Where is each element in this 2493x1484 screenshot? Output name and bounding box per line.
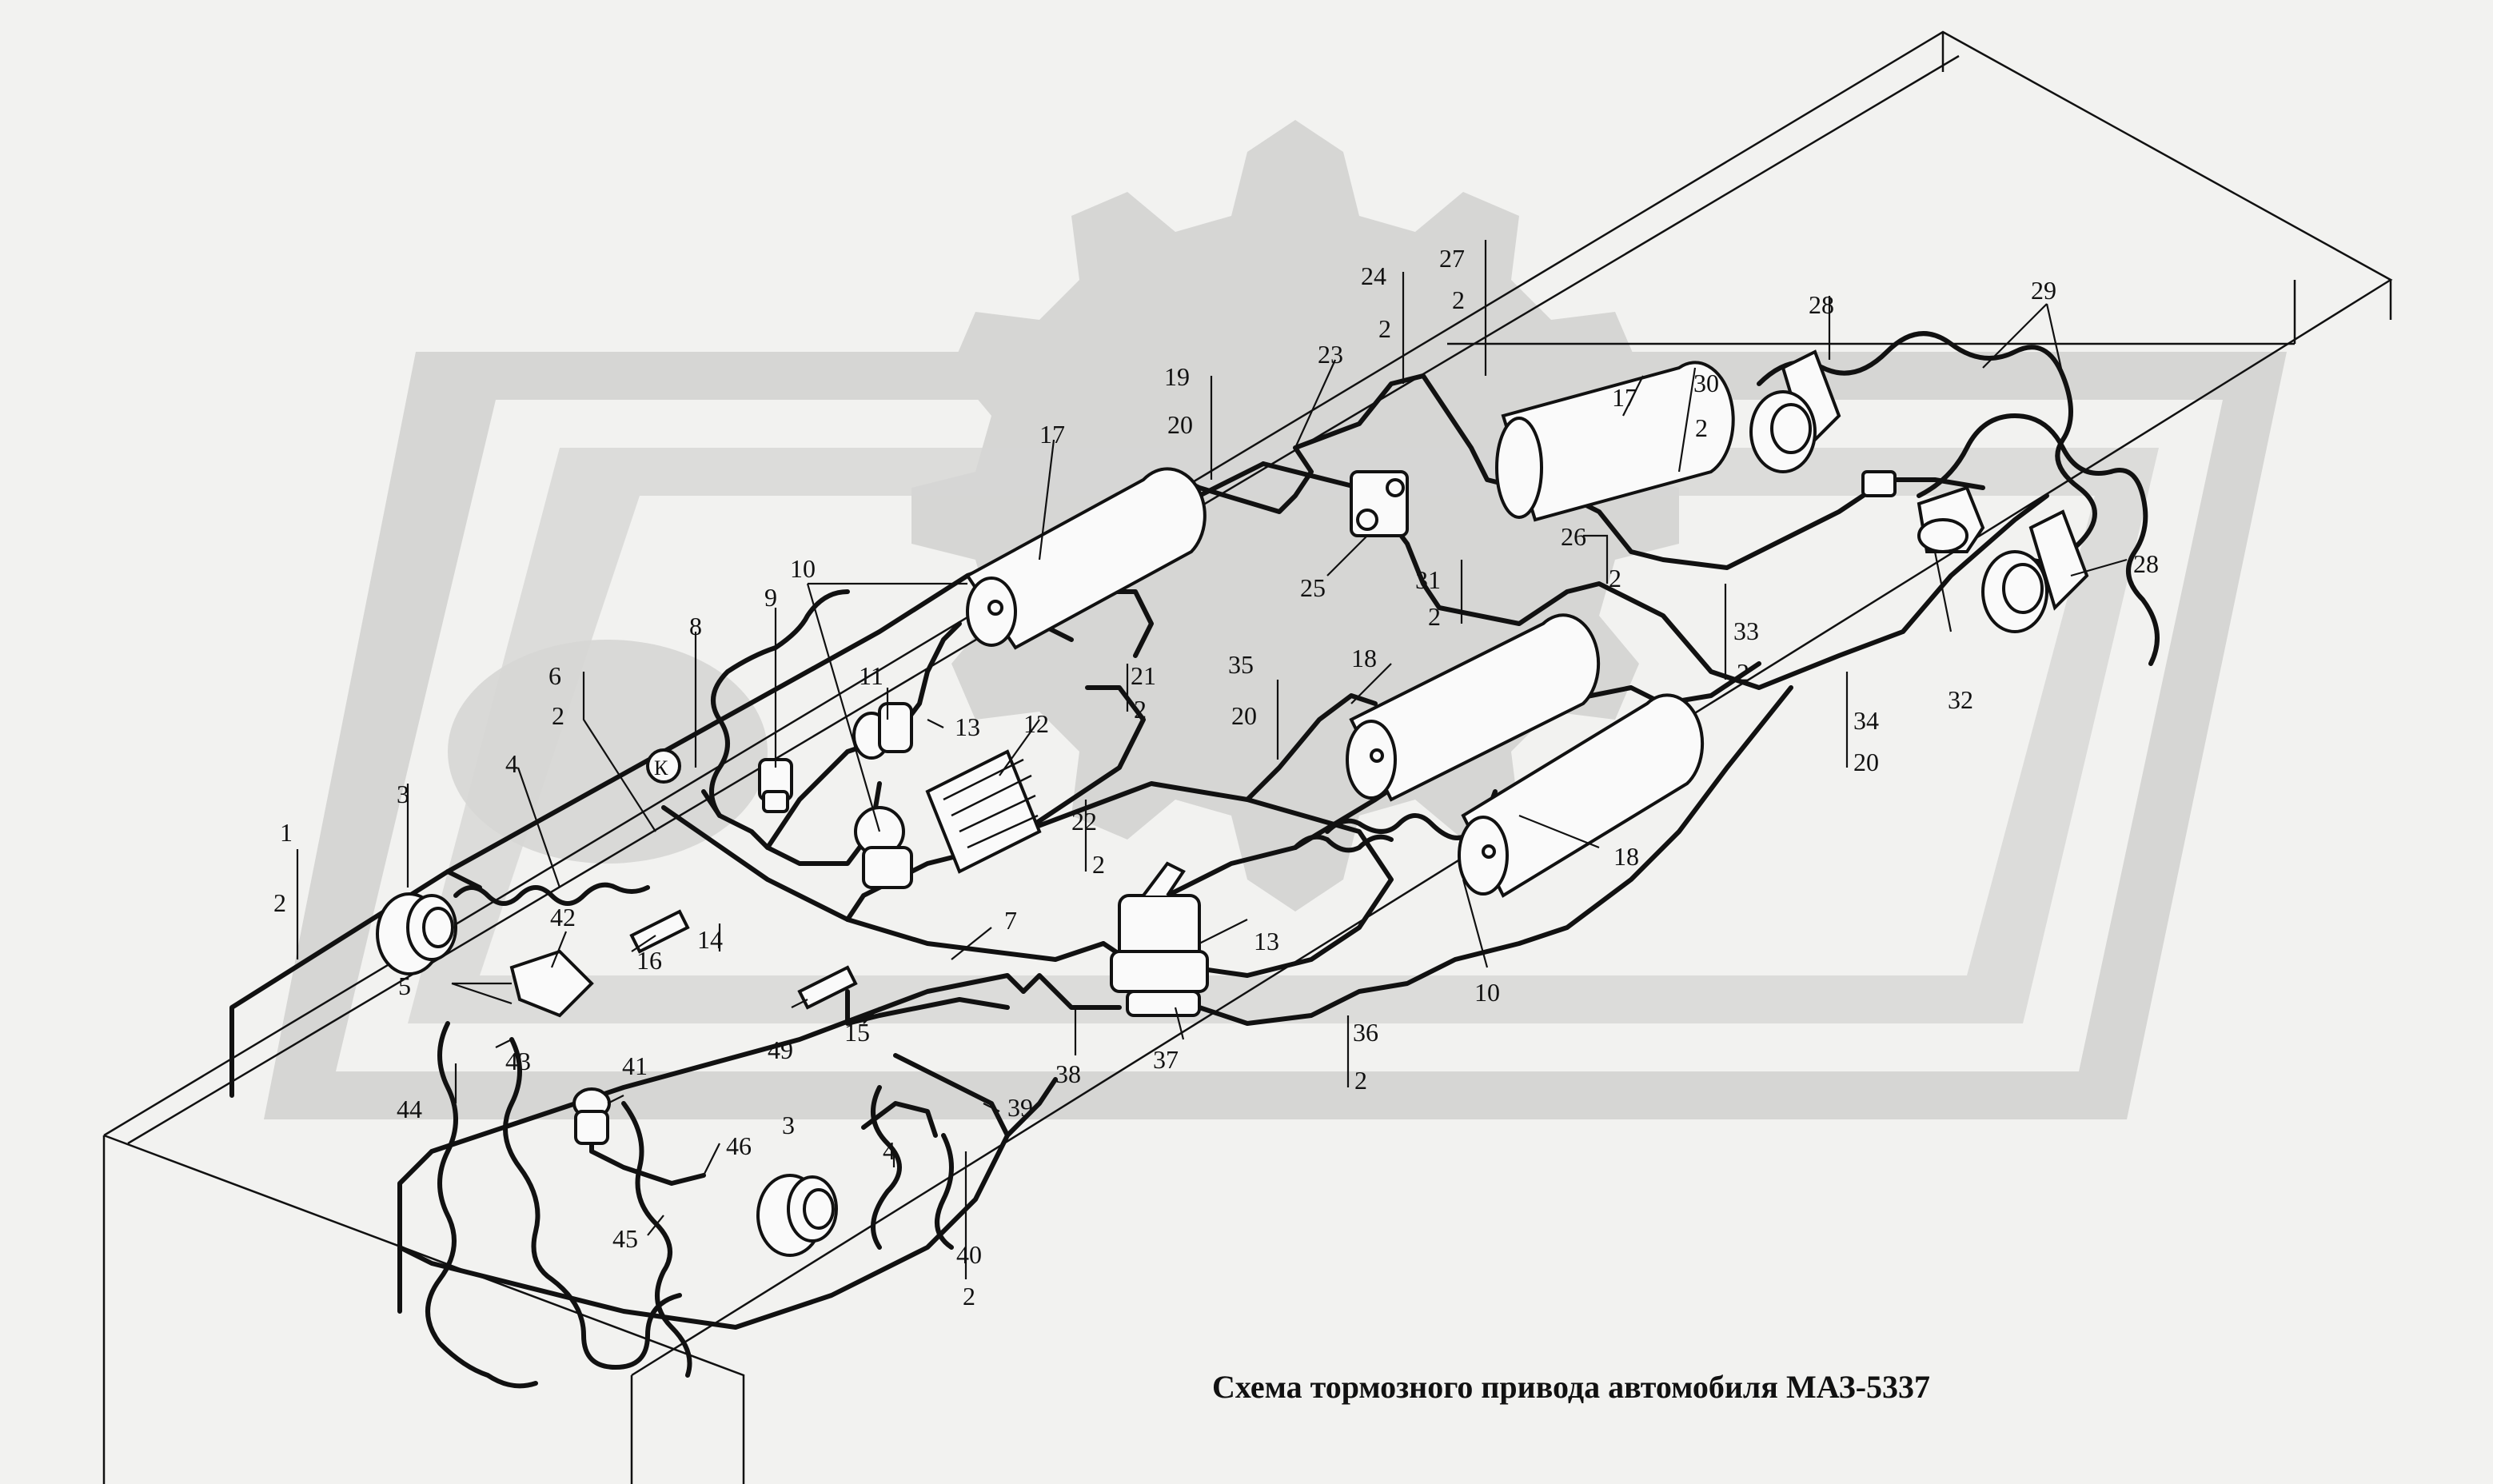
label-20: 20: [1167, 410, 1193, 439]
flex-hoses: [425, 331, 2160, 1389]
watermark-band-outer: [264, 352, 2287, 1119]
label-36: 36: [1353, 1018, 1378, 1047]
label-5: 5: [398, 971, 411, 1000]
label-7: 7: [1004, 906, 1017, 935]
brake-chamber-28-bottom-icon: [1981, 509, 2089, 633]
label-2: 2: [552, 701, 564, 730]
label-20: 20: [1231, 701, 1257, 730]
label-2: 2: [1354, 1066, 1367, 1095]
label-49: 49: [768, 1035, 793, 1064]
valve-42-icon: [509, 949, 594, 1018]
label-4: 4: [883, 1136, 895, 1165]
regulator-10-icon: [854, 806, 913, 889]
label-24: 24: [1361, 261, 1386, 290]
watermark-band-inner: [408, 448, 2159, 1023]
label-2: 2: [1452, 285, 1465, 314]
valve-25-icon: [1350, 470, 1409, 537]
label-9: 9: [764, 583, 777, 612]
label-2: 2: [273, 888, 286, 917]
label-2: 2: [1737, 658, 1749, 687]
label-44: 44: [397, 1095, 422, 1123]
watermark-ellipse: [448, 640, 768, 864]
label-27: 27: [1439, 244, 1465, 273]
label-2: 2: [1609, 564, 1621, 592]
air-receiver-18-lower-icon: [1458, 693, 1705, 898]
valve-49-icon: [797, 965, 858, 1010]
label-18: 18: [1613, 842, 1639, 871]
valve-9-icon: [758, 758, 793, 813]
valve-41-icon: [572, 1087, 611, 1145]
label-11: 11: [859, 661, 884, 690]
label-18: 18: [1351, 644, 1377, 672]
brake-chamber-28-top-icon: [1749, 349, 1841, 473]
unit-12-icon: [925, 749, 1042, 874]
label-29: 29: [2031, 276, 2056, 305]
label-10: 10: [1474, 978, 1500, 1007]
label-40: 40: [956, 1240, 982, 1269]
label-22: 22: [1071, 807, 1097, 836]
label-4: 4: [505, 749, 518, 778]
label-30: 30: [1693, 369, 1719, 397]
label-2: 2: [1134, 695, 1147, 724]
label-42: 42: [550, 903, 576, 931]
label-46: 46: [726, 1131, 752, 1160]
label-2: 2: [1378, 314, 1391, 343]
label-21: 21: [1131, 661, 1156, 690]
brake-valve-37-icon: [1110, 861, 1209, 1017]
label-31: 31: [1415, 565, 1441, 594]
valve-32-icon: [1861, 470, 1985, 553]
air-receiver-18-upper-icon: [1346, 613, 1601, 802]
label-8: 8: [689, 612, 702, 640]
part-labels: 1 2 3 4 5 6 2 8 9 10 11 13 12 17 19 20 2…: [273, 244, 2159, 1310]
label-32: 32: [1948, 685, 1973, 714]
air-receiver-17-left-icon: [965, 467, 1207, 650]
label-19: 19: [1164, 362, 1190, 391]
label-15: 15: [844, 1018, 870, 1047]
label-17: 17: [1039, 420, 1065, 449]
gauge-k-label: К: [654, 756, 668, 780]
valve-11-icon: [852, 702, 913, 760]
label-12: 12: [1023, 709, 1049, 738]
leader-lines: [296, 240, 2128, 1279]
gauge-k-icon: К: [646, 748, 681, 784]
air-receiver-17-right-icon: [1495, 361, 1735, 522]
label-38: 38: [1055, 1059, 1081, 1088]
label-3: 3: [397, 780, 409, 808]
brake-chamber-3-rear-icon: [756, 1174, 838, 1257]
diagram-caption: Схема тормозного привода автомобиля МАЗ-…: [1212, 1369, 1930, 1405]
label-28: 28: [2133, 549, 2159, 578]
label-25: 25: [1300, 573, 1326, 602]
label-26: 26: [1561, 522, 1586, 551]
label-3: 3: [782, 1111, 795, 1139]
label-16: 16: [636, 946, 662, 975]
label-2: 2: [1428, 602, 1441, 631]
label-2: 2: [1695, 413, 1708, 442]
label-10: 10: [790, 554, 816, 583]
label-17: 17: [1612, 383, 1637, 412]
label-35: 35: [1228, 650, 1254, 679]
label-2: 2: [1092, 850, 1105, 879]
label-1: 1: [280, 818, 293, 847]
label-28: 28: [1809, 290, 1834, 319]
brake-chamber-3-front-icon: [376, 892, 457, 975]
label-13: 13: [955, 712, 980, 741]
label-14: 14: [697, 925, 723, 954]
label-41: 41: [622, 1051, 648, 1080]
label-45: 45: [612, 1224, 638, 1253]
label-39: 39: [1007, 1093, 1033, 1122]
label-2: 2: [963, 1282, 975, 1310]
label-13: 13: [1254, 927, 1279, 955]
label-43: 43: [505, 1047, 531, 1075]
components: К: [376, 349, 2089, 1257]
label-34: 34: [1853, 706, 1879, 735]
label-33: 33: [1733, 616, 1759, 645]
label-23: 23: [1318, 340, 1343, 369]
label-6: 6: [548, 661, 561, 690]
label-37: 37: [1153, 1045, 1179, 1074]
label-20: 20: [1853, 748, 1879, 776]
